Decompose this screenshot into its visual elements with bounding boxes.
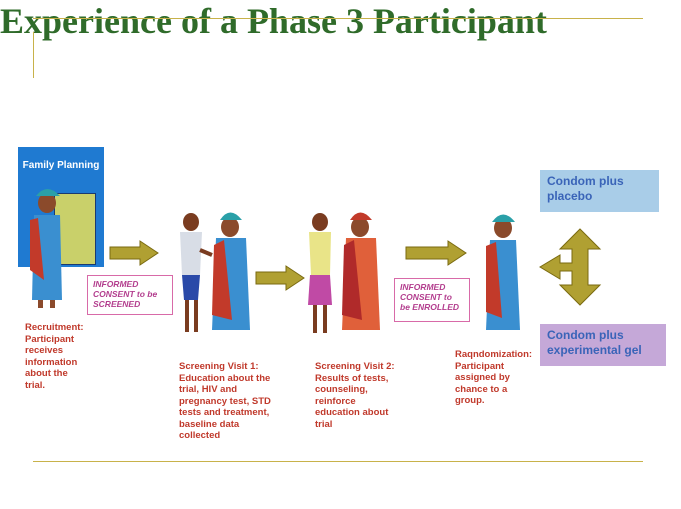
arrow-screen2-to-randomize — [405, 240, 467, 266]
participant-figure-screening1 — [212, 212, 250, 330]
slide-title: Experience of a Phase 3 Participant — [0, 1, 547, 41]
arrow-screen1-to-screen2 — [255, 265, 305, 291]
caption-randomization: Raqndomization: Participant assigned by … — [455, 349, 533, 406]
consent-screened-box: INFORMED CONSENT to be SCREENED — [87, 275, 173, 315]
title-accent-line — [33, 32, 34, 78]
family-planning-label: Family Planning — [22, 160, 100, 171]
top-rule — [33, 18, 643, 19]
counselor-figure-1 — [180, 213, 213, 332]
caption-recruitment: Recruitment: Participant receives inform… — [25, 322, 84, 391]
consent-enrolled-box: INFORMED CONSENT to be ENROLLED — [394, 278, 470, 322]
caption-screening2: Screening Visit 2: Results of tests, cou… — [315, 361, 395, 430]
group-condom-placebo: Condom plus placebo — [540, 170, 659, 212]
counselor-figure-2 — [308, 213, 332, 333]
participant-figure-screening2 — [342, 212, 380, 330]
group-condom-gel: Condom plus experimental gel — [540, 324, 666, 366]
poster-inset — [54, 193, 96, 265]
arrow-recruit-to-screen1 — [109, 240, 159, 266]
caption-screening1: Screening Visit 1: Education about the t… — [179, 361, 271, 441]
branch-arrow — [539, 228, 602, 306]
family-planning-poster: Family Planning — [18, 147, 104, 267]
participant-figure-recruitment — [30, 189, 62, 308]
bottom-rule — [33, 461, 643, 462]
participant-figure-randomization — [486, 214, 520, 330]
